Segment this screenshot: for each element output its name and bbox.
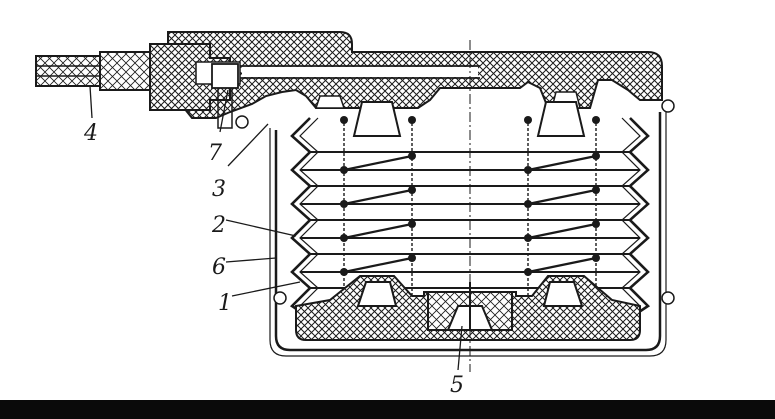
callout-2: 2 xyxy=(211,213,226,238)
bellows-right xyxy=(628,117,651,320)
spring-rods xyxy=(343,118,597,320)
callout-3: 3 xyxy=(212,177,226,202)
outer-casing-edge xyxy=(269,108,667,357)
callout-6: 6 xyxy=(212,255,226,280)
leader-lines xyxy=(89,85,463,371)
side-clamps xyxy=(235,99,675,305)
callout-5: 5 xyxy=(450,373,464,398)
lower-spring-seats xyxy=(356,281,584,307)
internal-channel xyxy=(240,65,480,79)
spring-coils xyxy=(343,154,597,274)
callout-4: 4 xyxy=(83,121,98,146)
scan-bottom-band xyxy=(0,400,775,419)
inlet-pipe xyxy=(35,51,165,91)
needle-valve xyxy=(211,63,239,129)
callout-1: 1 xyxy=(218,291,232,316)
bellows-left xyxy=(289,117,312,320)
callout-7: 7 xyxy=(208,141,222,166)
upper-spring-seats xyxy=(352,101,586,137)
outer-casing xyxy=(274,112,662,352)
